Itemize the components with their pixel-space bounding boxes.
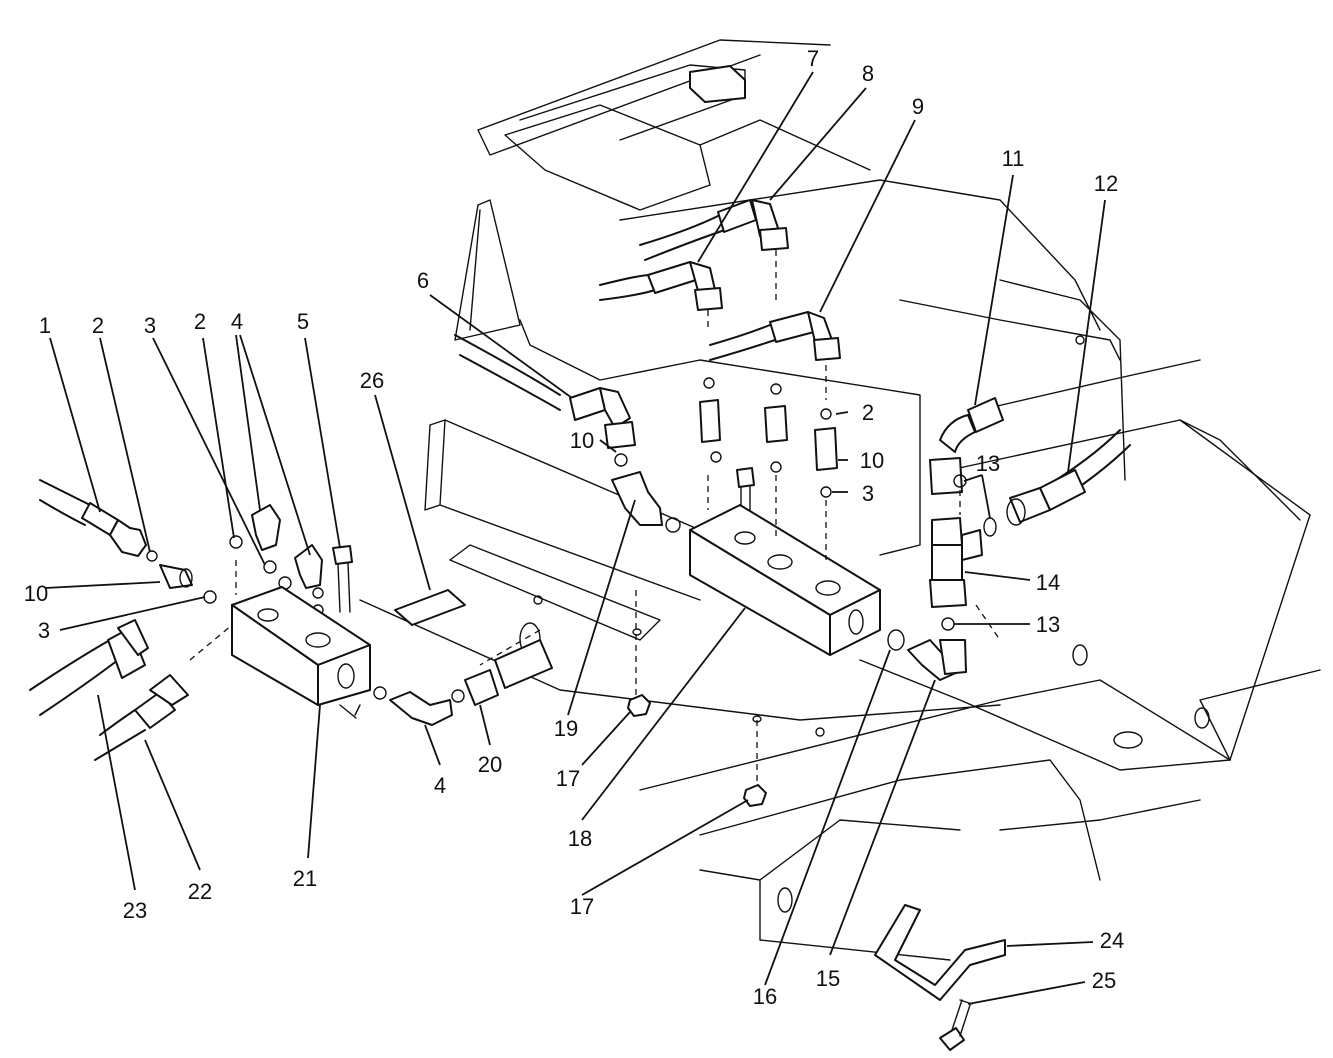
callout-10-c: 10 xyxy=(860,448,884,473)
callout-10-b: 10 xyxy=(570,428,594,453)
callout-16: 16 xyxy=(753,984,777,1009)
callout-4-a: 4 xyxy=(231,309,243,334)
handle-part xyxy=(874,904,1006,1001)
callout-8: 8 xyxy=(862,61,874,86)
callout-15: 15 xyxy=(816,966,840,991)
callout-1: 1 xyxy=(39,313,51,338)
callout-25: 25 xyxy=(1092,968,1116,993)
callout-6: 6 xyxy=(417,268,429,293)
callout-3-c: 3 xyxy=(862,481,874,506)
callout-17-a: 17 xyxy=(556,766,580,791)
callout-numbers: 1 2 3 2 4 5 26 6 7 8 9 11 12 10 3 10 2 1… xyxy=(24,46,1124,1009)
callout-22: 22 xyxy=(188,879,212,904)
callout-10-a: 10 xyxy=(24,581,48,606)
callout-17-b: 17 xyxy=(570,894,594,919)
manifold-right-side xyxy=(829,589,881,656)
callout-11: 11 xyxy=(1002,146,1025,171)
callout-13-b: 13 xyxy=(1036,612,1060,637)
callout-2-a: 2 xyxy=(92,313,104,338)
callout-12: 12 xyxy=(1094,171,1118,196)
decal-plate xyxy=(394,589,466,626)
callout-13-a: 13 xyxy=(976,451,1000,476)
callout-21: 21 xyxy=(293,866,317,891)
leader-lines xyxy=(44,71,1106,1005)
callout-7: 7 xyxy=(807,46,819,71)
callout-4-b: 4 xyxy=(434,773,446,798)
callout-5: 5 xyxy=(297,309,309,334)
callout-9: 9 xyxy=(912,94,924,119)
callout-2-b: 2 xyxy=(194,309,206,334)
callout-3-b: 3 xyxy=(38,618,50,643)
callout-2-c: 2 xyxy=(862,400,874,425)
centerlines xyxy=(189,250,1001,782)
callout-3-a: 3 xyxy=(144,313,156,338)
machine-frame xyxy=(339,39,1321,961)
callout-26: 26 xyxy=(360,368,384,393)
manifold-left-side xyxy=(317,644,371,706)
callout-18: 18 xyxy=(568,826,592,851)
callout-14: 14 xyxy=(1036,570,1060,595)
callout-24: 24 xyxy=(1100,928,1124,953)
callout-23: 23 xyxy=(123,898,147,923)
callout-20: 20 xyxy=(478,752,502,777)
callout-19: 19 xyxy=(554,716,578,741)
frame-block xyxy=(689,65,746,103)
fittings xyxy=(81,199,1086,1051)
